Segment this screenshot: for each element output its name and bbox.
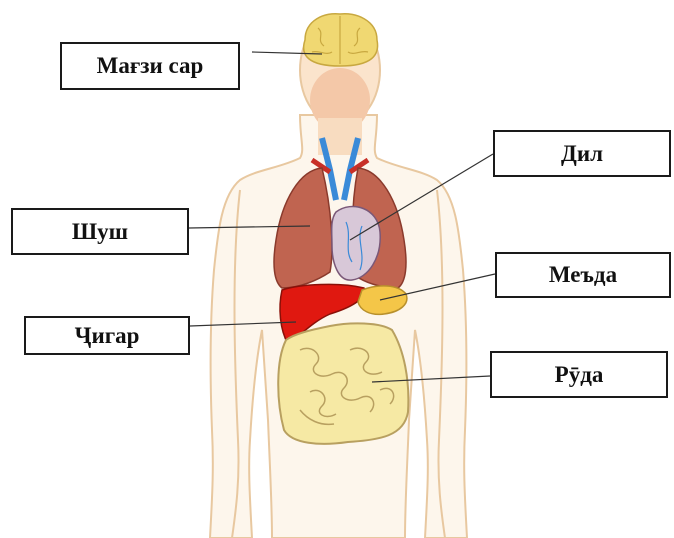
label-heart: Дил	[493, 130, 671, 177]
label-liver: Ҷигар	[24, 316, 190, 355]
brain	[304, 14, 378, 66]
label-stomach: Меъда	[495, 252, 671, 298]
label-brain: Мағзи сар	[60, 42, 240, 90]
label-intestines: Рӯда	[490, 351, 668, 398]
label-lungs: Шуш	[11, 208, 189, 255]
large-intestine	[278, 323, 408, 443]
